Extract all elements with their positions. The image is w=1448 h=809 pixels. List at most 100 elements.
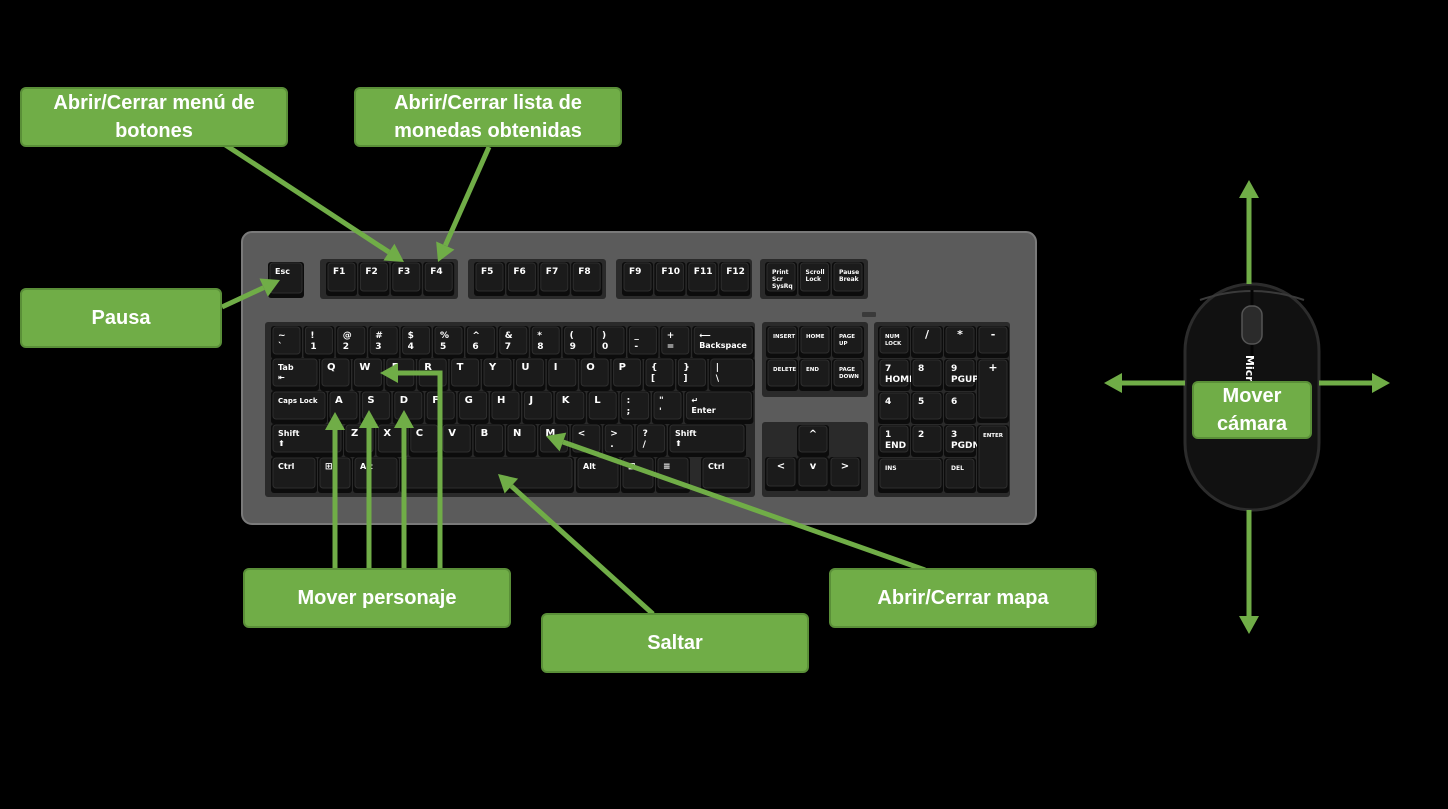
- key-f4: F4: [423, 262, 455, 296]
- key-label: v: [810, 461, 817, 472]
- key-label: J: [528, 395, 533, 406]
- arrow-move-to-d: [394, 410, 414, 568]
- key-label: ': [659, 407, 662, 417]
- key-label: ^: [809, 429, 817, 440]
- key-numpad-0: INS: [878, 458, 943, 493]
- key-tab: Tab⇤: [271, 358, 319, 391]
- key-number: ~`: [271, 326, 302, 359]
- menu-label: Abrir/Cerrar menú de botones: [20, 87, 288, 147]
- key-label: N: [513, 428, 521, 439]
- key-label: DEL: [951, 465, 964, 472]
- key-h: H: [490, 391, 521, 424]
- key-label: F3: [398, 267, 410, 277]
- key-label: PAGE: [839, 334, 855, 340]
- key-f3: F3: [390, 262, 422, 296]
- arrow-map-to-m: [546, 432, 926, 573]
- coins-label: Abrir/Cerrar lista de monedas obtenidas: [354, 87, 622, 147]
- key-caps-lock: Caps Lock: [271, 391, 327, 424]
- key-backspace: ⟵Backspace: [692, 326, 755, 359]
- key-numpad-dot: DEL: [944, 458, 976, 493]
- key-label: +: [667, 331, 675, 341]
- arrows: [220, 141, 1390, 634]
- key-label: HOME: [885, 375, 915, 385]
- key-label: +: [988, 361, 997, 374]
- key-label: ⬆: [675, 439, 682, 448]
- key-label: :: [627, 396, 631, 406]
- key-label: 3: [375, 342, 381, 352]
- key-label: I: [554, 362, 558, 373]
- key-label: Break: [839, 276, 860, 283]
- key-label: INSERT: [773, 334, 795, 340]
- key-label: Shift: [278, 429, 300, 438]
- key-label: INS: [885, 465, 897, 472]
- key-label: *: [957, 328, 963, 341]
- key-f2: F2: [358, 262, 390, 296]
- key-label: ≡: [663, 462, 671, 472]
- key-label: F5: [481, 267, 493, 277]
- key-label: X: [383, 428, 391, 439]
- scroll-wheel: [1241, 305, 1263, 345]
- key-label: _: [634, 331, 639, 341]
- key-label: %: [440, 331, 449, 341]
- key-label: /: [643, 440, 647, 450]
- key-i: I: [546, 358, 578, 391]
- key-label: A: [335, 395, 343, 406]
- key-label: Shift: [675, 429, 697, 438]
- key-label: F8: [578, 267, 590, 277]
- key-label: 3: [951, 430, 957, 440]
- key-number: %5: [433, 326, 464, 359]
- key-label: F12: [726, 267, 745, 277]
- key-label: F4: [430, 267, 442, 277]
- key-f11: F11: [686, 262, 718, 296]
- key-numpad-6: 6: [944, 392, 976, 424]
- key-n: N: [506, 424, 537, 457]
- key-label: ↵: [691, 396, 698, 405]
- key-label: ?: [643, 429, 648, 439]
- arrow-move-to-a: [325, 412, 345, 568]
- key-a: A: [328, 391, 359, 424]
- key-numpad-2: 2: [911, 425, 943, 457]
- key-label: DELETE: [773, 367, 796, 373]
- key-label: F7: [546, 267, 558, 277]
- key-label: 5: [918, 397, 924, 407]
- key-label: Lock: [806, 276, 823, 283]
- key-label: ;: [627, 407, 631, 417]
- key-arrow-up: ^: [797, 425, 829, 457]
- key-number: #3: [368, 326, 400, 359]
- key-label: >: [841, 461, 849, 472]
- key-label: ,: [578, 440, 581, 450]
- key-f7: F7: [538, 262, 570, 296]
- key-label: O: [586, 362, 595, 373]
- key-numpad-op: /: [911, 326, 943, 358]
- key-number: +=: [659, 326, 691, 359]
- key-label: &: [505, 331, 513, 341]
- key-c: C: [408, 424, 440, 457]
- key-label: Ctrl: [708, 462, 725, 471]
- key-label: 7: [505, 342, 511, 352]
- arrow-pause-to-esc: [220, 278, 280, 310]
- arrow-move-to-s: [359, 410, 379, 568]
- key-f9: F9: [622, 262, 653, 296]
- key-label: 2: [918, 430, 924, 440]
- key-label: Caps Lock: [278, 397, 318, 405]
- key-label: B: [481, 428, 489, 439]
- key-label: /: [925, 328, 930, 341]
- arrow-camera-right: [1319, 373, 1390, 393]
- arrow-jump-to-space: [498, 474, 655, 616]
- key-numpad-8: 8: [911, 359, 943, 391]
- arrow-menu-to-f3: [222, 141, 404, 262]
- key-number: ^6: [465, 326, 497, 359]
- key-number: *8: [530, 326, 562, 359]
- key-label: $: [408, 331, 414, 341]
- key-label: ^: [472, 331, 480, 341]
- key-label: M: [545, 428, 555, 439]
- key-label: 1: [310, 342, 316, 352]
- key-number: &7: [497, 326, 529, 359]
- key-number: !1: [303, 326, 335, 359]
